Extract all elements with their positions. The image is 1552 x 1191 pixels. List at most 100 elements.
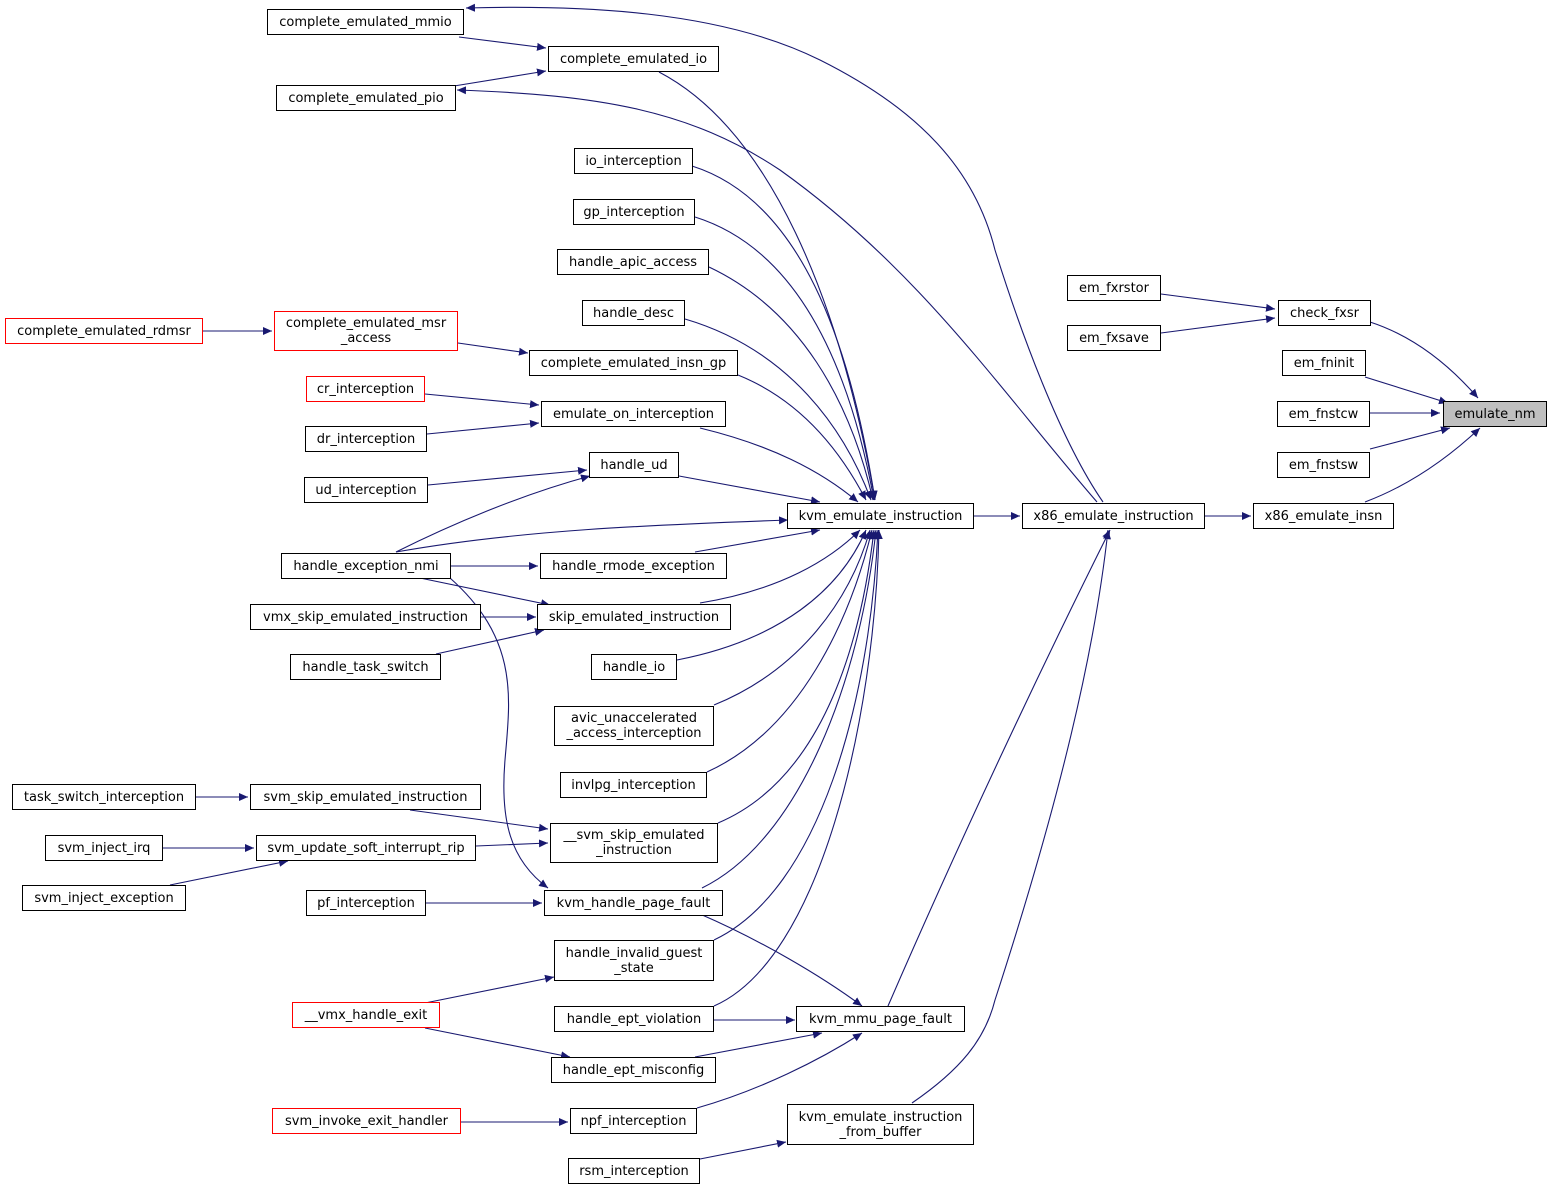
node-complete-emulated-mmio[interactable]: complete_emulated_mmio [267,9,464,35]
edge-handle-rmode-exception-to-kvm-emulate-instruction [694,527,821,553]
edge-vmx-handle-exit-to-handle-invalid-guest-state [424,974,555,1004]
edge-kvm-emulate-instruction-from-buffer-to-x86-emulate-instruction [911,529,1112,1104]
node-kvm-emulate-instruction-from-buffer[interactable]: kvm_emulate_instruction _from_buffer [787,1104,974,1145]
edge-ud-interception-to-handle-ud [427,466,588,486]
node-complete-emulated-rdmsr[interactable]: complete_emulated_rdmsr [5,318,203,344]
node-vmx-skip-emulated-instruction[interactable]: vmx_skip_emulated_instruction [250,604,481,630]
node-svm-skip-emulated-instruction[interactable]: svm_skip_emulated_instruction [250,784,481,810]
node-em-fnstcw[interactable]: em_fnstcw [1277,401,1370,427]
node-kvm-emulate-instruction[interactable]: kvm_emulate_instruction [787,503,974,529]
node-handle-desc[interactable]: handle_desc [582,300,685,326]
node-handle-ud[interactable]: handle_ud [589,452,679,478]
node-npf-interception[interactable]: npf_interception [570,1108,697,1134]
node-io-interception[interactable]: io_interception [574,148,693,174]
edge-x86-emulate-instruction-to-complete-emulated-pio [456,86,1098,503]
edge-em-fxsave-to-check-fxsr [1160,315,1276,334]
edge-handle-desc-to-kvm-emulate-instruction [684,318,872,501]
node-emulate-nm: emulate_nm [1443,401,1547,427]
edge-emulate-on-interception-to-kvm-emulate-instruction [699,427,859,503]
node-x86-emulate-insn[interactable]: x86_emulate_insn [1253,503,1394,529]
edge-em-fninit-to-emulate-nm [1364,376,1449,405]
edge-handle-exception-nmi-to-kvm-handle-page-fault [449,577,549,889]
edge-gp-interception-to-kvm-emulate-instruction [694,216,877,501]
edge-dr-interception-to-emulate-on-interception [426,419,540,435]
edge-x86-emulate-insn-to-emulate-nm [1364,427,1481,503]
node-svm-inject-irq[interactable]: svm_inject_irq [45,835,163,861]
edge-handle-ept-misconfig-to-kvm-mmu-page-fault [694,1030,823,1058]
node-em-fninit[interactable]: em_fninit [1282,350,1366,376]
node-skip-emulated-instruction[interactable]: skip_emulated_instruction [537,604,731,630]
node-handle-ept-misconfig[interactable]: handle_ept_misconfig [551,1057,716,1083]
edge-em-fxrstor-to-check-fxsr [1160,293,1276,312]
node-complete-emulated-insn-gp[interactable]: complete_emulated_insn_gp [529,350,738,376]
edge-kvm-handle-page-fault-to-kvm-mmu-page-fault [699,913,863,1007]
node-handle-exception-nmi[interactable]: handle_exception_nmi [281,553,451,579]
edge-x86-emulate-instruction-to-complete-emulated-mmio [465,3,1104,503]
node-emulate-on-interception[interactable]: emulate_on_interception [541,401,726,427]
node-underscore-vmx-handle-exit[interactable]: __vmx_handle_exit [292,1002,440,1028]
node-handle-apic-access[interactable]: handle_apic_access [557,249,709,275]
edge-handle-exception-nmi-to-handle-ud [395,474,591,553]
node-invlpg-interception[interactable]: invlpg_interception [560,772,707,798]
edge-cr-interception-to-emulate-on-interception [424,393,540,409]
node-handle-invalid-guest-state[interactable]: handle_invalid_guest _state [554,940,714,981]
edge-handle-ud-to-kvm-emulate-instruction [678,475,821,505]
edge-complete-emulated-insn-gp-to-kvm-emulate-instruction [737,374,867,501]
node-task-switch-interception[interactable]: task_switch_interception [12,784,196,810]
edge-handle-task-switch-to-skip-emulated [435,628,545,655]
node-avic-unaccelerated-access-interception[interactable]: avic_unaccelerated _access_interception [554,706,714,746]
node-handle-rmode-exception[interactable]: handle_rmode_exception [540,553,727,579]
node-kvm-mmu-page-fault[interactable]: kvm_mmu_page_fault [796,1006,965,1032]
node-em-fxrstor[interactable]: em_fxrstor [1067,275,1161,301]
edge-complete-emulated-mmio-to-complete-emulated-io [458,36,547,51]
node-complete-emulated-msr-access[interactable]: complete_emulated_msr _access [274,311,458,351]
node-pf-interception[interactable]: pf_interception [306,890,426,916]
node-handle-ept-violation[interactable]: handle_ept_violation [554,1006,714,1032]
node-rsm-interception[interactable]: rsm_interception [568,1158,700,1184]
edge-handle-apic-access-to-kvm-emulate-instruction [708,266,875,501]
edge-rsm-interception-to-kvm-emulate-instruction-from-buffer [699,1139,787,1160]
edge-handle-ept-violation-to-kvm-emulate-instruction [713,529,883,1007]
node-em-fxsave[interactable]: em_fxsave [1067,325,1161,351]
node-svm-update-soft-interrupt-rip[interactable]: svm_update_soft_interrupt_rip [256,835,476,861]
node-check-fxsr[interactable]: check_fxsr [1278,300,1371,326]
edge-skip-emulated-instruction-to-kvm-emulate-instruction [699,529,861,604]
node-cr-interception[interactable]: cr_interception [306,376,425,402]
edge-check-fxsr-to-emulate-nm [1369,321,1479,399]
node-gp-interception[interactable]: gp_interception [573,199,695,225]
edge-complete-emulated-pio-to-complete-emulated-io [453,68,547,87]
node-svm-invoke-exit-handler[interactable]: svm_invoke_exit_handler [272,1108,461,1134]
node-ud-interception[interactable]: ud_interception [304,477,428,503]
edge-npf-interception-to-kvm-mmu-page-fault [696,1032,863,1109]
edge-complete-emulated-msr-access-to-complete-emulated-insn-gp [457,342,529,356]
edge-handle-exception-nmi-to-skip-emulated [419,577,551,608]
node-x86-emulate-instruction[interactable]: x86_emulate_instruction [1022,503,1205,529]
edge-svm-skip-emulated-to-kvm-emulate-instruction [717,529,877,824]
edge-kvm-mmu-page-fault-to-x86-emulate-instruction [887,529,1111,1007]
node-handle-io[interactable]: handle_io [591,654,677,680]
node-complete-emulated-pio[interactable]: complete_emulated_pio [276,85,456,111]
node-kvm-handle-page-fault[interactable]: kvm_handle_page_fault [544,890,723,916]
edge-avic-to-kvm-emulate-instruction [713,529,872,706]
edge-io-interception-to-kvm-emulate-instruction [691,165,878,501]
edge-complete-emulated-io-to-x86-emulate-instruction [659,72,1098,528]
node-svm-inject-exception[interactable]: svm_inject_exception [22,885,186,911]
node-dr-interception[interactable]: dr_interception [305,426,427,452]
edge-svm-inject-exception-to-svm-update-soft [169,858,289,886]
edge-complete-emulated-io-to-kvm-emulate-instruction [658,71,878,501]
edge-em-fnstsw-to-emulate-nm [1369,426,1451,450]
node-em-fnstsw[interactable]: em_fnstsw [1277,452,1370,478]
edge-svm-skip-to-underscore-svm-skip [409,809,549,832]
edge-handle-invalid-guest-state-to-kvm-emulate-instruction [713,529,882,941]
edge-handle-exception-nmi-to-kvm-emulate-instruction [395,516,789,553]
edge-vmx-handle-exit-to-handle-ept-misconfig [424,1027,571,1060]
node-complete-emulated-io[interactable]: complete_emulated_io [548,46,719,72]
node-underscore-svm-skip-emulated-instruction[interactable]: __svm_skip_emulated _instruction [550,823,718,863]
edge-invlpg-interception-to-kvm-emulate-instruction [706,529,874,773]
edge-kvm-handle-page-fault-to-kvm-emulate-instruction [701,529,880,889]
edge-handle-io-to-kvm-emulate-instruction [676,529,867,661]
edge-svm-update-soft-to-underscore-svm-skip [475,839,549,848]
node-handle-task-switch[interactable]: handle_task_switch [290,654,441,680]
